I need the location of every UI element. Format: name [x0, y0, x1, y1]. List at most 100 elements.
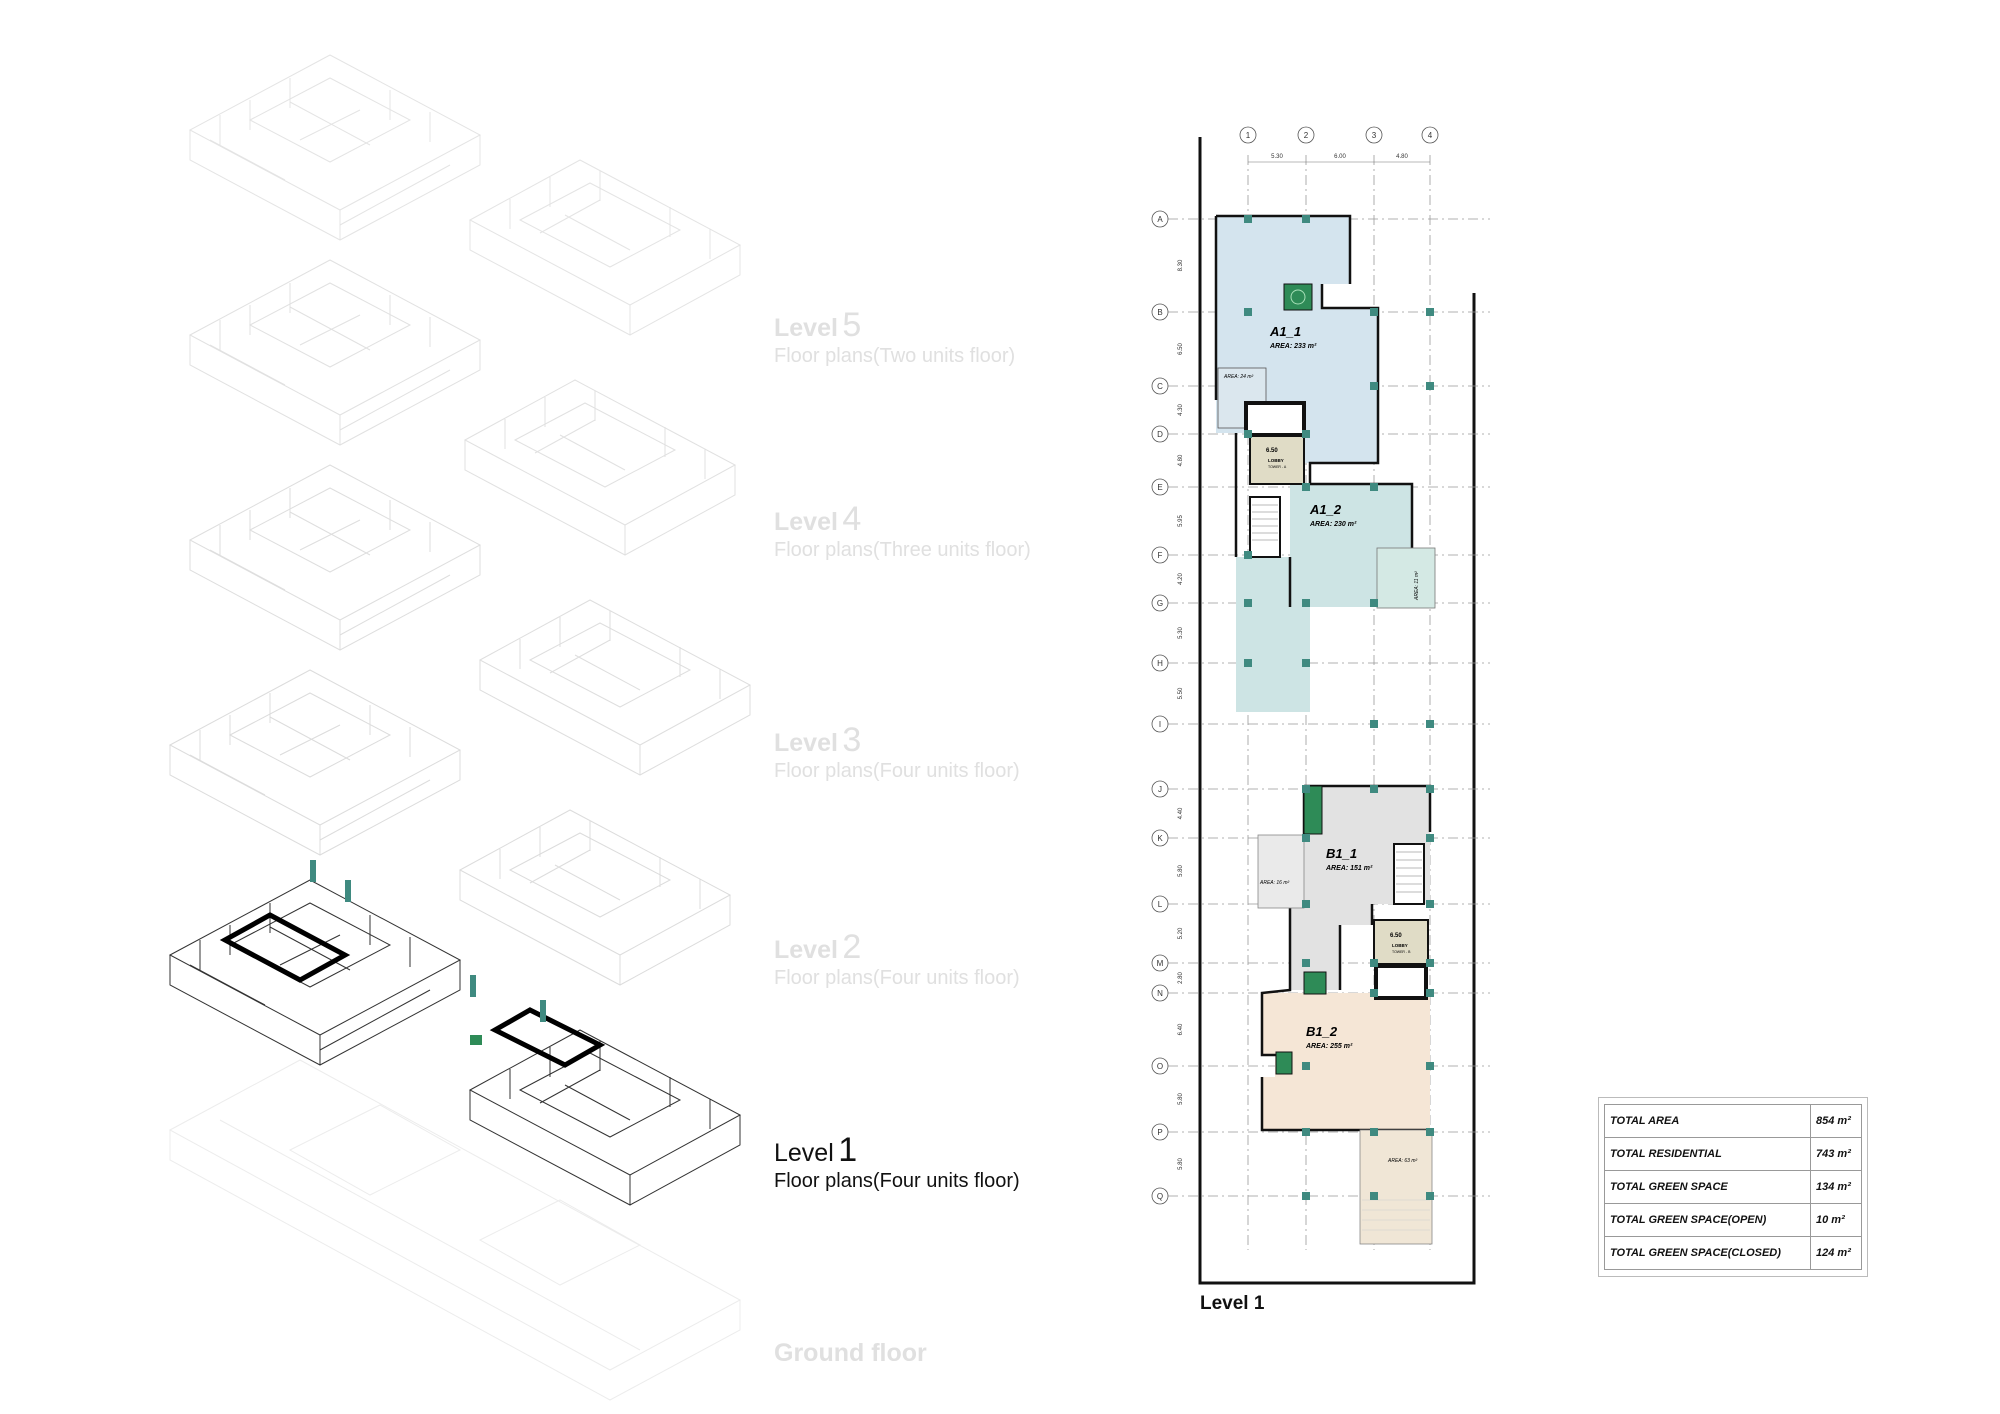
b-core-shaft	[1374, 964, 1428, 1000]
unit-b1-1-area	[1290, 786, 1430, 990]
iso-level-4	[189, 259, 736, 556]
iso-level-5	[189, 54, 741, 336]
svg-text:J: J	[1158, 785, 1162, 794]
row-dim: 5.80	[1178, 1158, 1184, 1170]
structural-column	[1302, 1128, 1310, 1136]
svg-text:B: B	[1157, 308, 1162, 317]
b-yard	[1359, 1129, 1433, 1245]
unit-b1-1-name: B1_1	[1326, 846, 1357, 861]
iso-level-1	[169, 860, 741, 1206]
structural-column	[1370, 308, 1378, 316]
row-axis-bubble: H	[1151, 654, 1169, 672]
a-green-space	[1283, 283, 1313, 311]
level-4-subtitle: Floor plans(Three units floor)	[774, 539, 1031, 561]
summary-label: TOTAL AREA	[1604, 1104, 1811, 1138]
b-stair	[1393, 843, 1425, 905]
svg-text:TOWER - A: TOWER - A	[1268, 465, 1287, 469]
row-axis-bubble: L	[1151, 895, 1169, 913]
summary-value: 743 m²	[1810, 1137, 1862, 1171]
structural-column	[1426, 900, 1434, 908]
structural-column	[1426, 785, 1434, 793]
structural-column	[1302, 1192, 1310, 1200]
row-dim: 4.80	[1178, 454, 1184, 466]
summary-label: TOTAL GREEN SPACE(OPEN)	[1604, 1203, 1811, 1237]
b-yard-area: AREA: 63 m²	[1387, 1158, 1418, 1164]
summary-value: 10 m²	[1810, 1203, 1862, 1237]
svg-text:M: M	[1157, 959, 1164, 968]
level-2-subtitle: Floor plans(Four units floor)	[774, 967, 1020, 989]
row-axis-bubble: P	[1151, 1123, 1169, 1141]
isometric-floor-stack	[168, 54, 751, 1401]
svg-text:F: F	[1158, 551, 1163, 560]
structural-column	[1244, 430, 1252, 438]
structural-column	[1426, 834, 1434, 842]
structural-column	[1244, 308, 1252, 316]
row-dim: 6.50	[1178, 343, 1184, 355]
structural-column	[1370, 785, 1378, 793]
structural-column	[1244, 215, 1252, 223]
structural-column	[1302, 430, 1310, 438]
row-dim: 4.20	[1178, 573, 1184, 585]
structural-column	[1426, 989, 1434, 997]
row-dim: 5.50	[1178, 687, 1184, 699]
structural-column	[1302, 215, 1310, 223]
structural-column	[1302, 900, 1310, 908]
svg-text:K: K	[1157, 834, 1163, 843]
summary-value: 124 m²	[1810, 1236, 1862, 1270]
svg-text:G: G	[1157, 599, 1163, 608]
row-dim: 4.30	[1178, 404, 1184, 416]
structural-columns	[1244, 215, 1434, 1200]
column-axis-bubble: 1	[1239, 126, 1257, 144]
structural-column	[1370, 989, 1378, 997]
a-balcony	[1376, 547, 1436, 609]
svg-text:I: I	[1159, 720, 1161, 729]
level-1-subtitle: Floor plans(Four units floor)	[774, 1170, 1020, 1192]
row-axis-bubble: D	[1151, 425, 1169, 443]
structural-column	[1302, 785, 1310, 793]
unit-a1-2-areatext: AREA: 230 m²	[1309, 521, 1357, 528]
structural-column	[1426, 959, 1434, 967]
structural-column	[1370, 382, 1378, 390]
structural-column	[1426, 1192, 1434, 1200]
structural-column	[1302, 659, 1310, 667]
structural-column	[1370, 1192, 1378, 1200]
structural-column	[1244, 551, 1252, 559]
row-axis-bubble: J	[1151, 780, 1169, 798]
summary-label: TOTAL RESIDENTIAL	[1604, 1137, 1811, 1171]
a-lobby	[1249, 435, 1305, 485]
ground-floor-label: Ground floor	[774, 1339, 927, 1367]
b-terrace-area: AREA: 16 m²	[1259, 880, 1290, 886]
b-green-space-1	[1303, 785, 1323, 835]
svg-text:4: 4	[1428, 131, 1433, 140]
svg-text:L: L	[1158, 900, 1163, 909]
level-3-subtitle: Floor plans(Four units floor)	[774, 760, 1020, 782]
column-dim: 6.00	[1334, 154, 1346, 160]
unit-a1-2-area	[1236, 484, 1412, 712]
b-green-space-2	[1303, 971, 1327, 995]
summary-value: 854 m²	[1810, 1104, 1862, 1138]
a-core-shaft	[1244, 401, 1306, 437]
iso-level-3	[189, 464, 751, 776]
a-terrace-area: AREA: 24 m²	[1223, 374, 1254, 380]
structural-column	[1244, 599, 1252, 607]
unit-a1-2-name: A1_2	[1309, 502, 1342, 517]
unit-a1-1-name: A1_1	[1269, 324, 1301, 339]
structural-column	[1370, 599, 1378, 607]
structural-column	[1302, 834, 1310, 842]
level-4-label: Level 4 Floor plans(Three units floor)	[774, 500, 1031, 561]
row-axis-bubble: B	[1151, 303, 1169, 321]
row-axis-bubble: M	[1151, 954, 1169, 972]
b-green-space-3	[1275, 1051, 1293, 1075]
row-dim: 5.95	[1178, 515, 1184, 527]
svg-text:Q: Q	[1157, 1192, 1163, 1201]
row-axis-bubble: Q	[1151, 1187, 1169, 1205]
column-axis-bubble: 3	[1365, 126, 1383, 144]
row-axis-bubble: K	[1151, 829, 1169, 847]
svg-text:6.50: 6.50	[1390, 933, 1402, 939]
b-terrace	[1257, 834, 1305, 909]
row-dim: 5.80	[1178, 1093, 1184, 1105]
a-stair	[1249, 496, 1281, 558]
